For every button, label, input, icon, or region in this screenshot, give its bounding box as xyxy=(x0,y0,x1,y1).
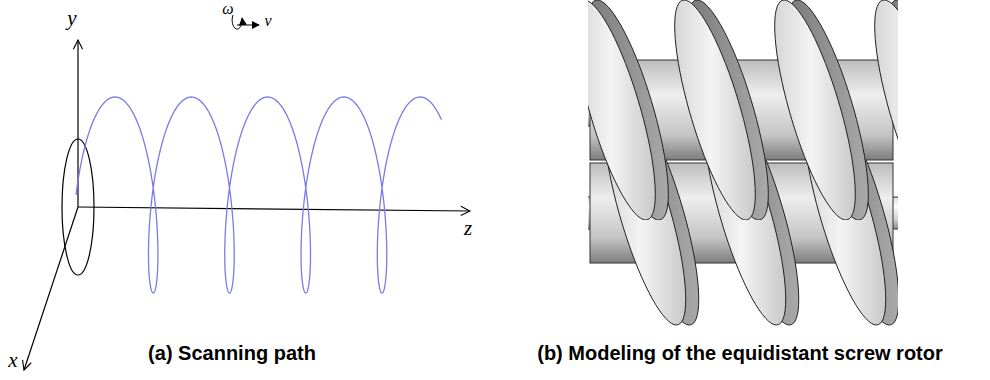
feed-arrow xyxy=(237,25,259,26)
screw-rotor-panel xyxy=(498,0,990,325)
helical-scan-path xyxy=(76,97,441,293)
axis-label: y xyxy=(67,6,76,30)
angular-velocity-symbol: ω xyxy=(222,0,233,18)
subfigure-caption: (a) Scanning path xyxy=(148,342,316,365)
upper-rotor xyxy=(588,0,898,220)
axis-label: z xyxy=(464,216,472,240)
thread-crest xyxy=(775,0,856,220)
rotation-arrow xyxy=(232,15,242,29)
thread-crest xyxy=(588,0,655,220)
axis-label: x xyxy=(8,348,17,372)
x-axis xyxy=(24,207,78,370)
feed-velocity-symbol: v xyxy=(264,12,271,30)
scanning-path-panel xyxy=(24,15,470,370)
thread-crest xyxy=(875,0,898,220)
z-axis xyxy=(78,207,470,211)
thread-crest xyxy=(675,0,756,220)
subfigure-caption: (b) Modeling of the equidistant screw ro… xyxy=(537,342,943,365)
